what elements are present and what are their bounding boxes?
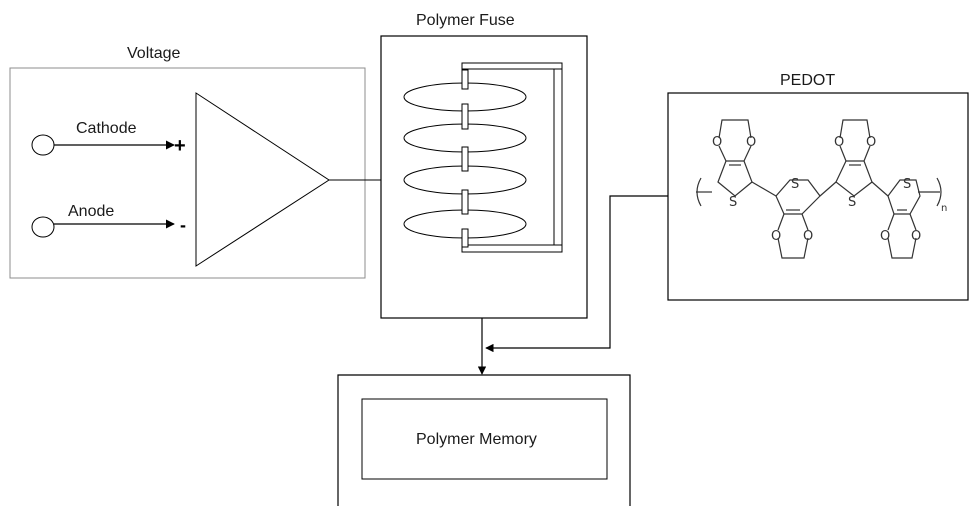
memory-outer-border [337, 374, 631, 506]
fuse-top-bar [461, 62, 563, 70]
voltage-block: Voltage Cathode + Anode - [9, 45, 366, 279]
atom-s-3: S [848, 195, 856, 210]
atom-s-1: S [729, 195, 737, 210]
atom-o-2: O [746, 135, 756, 150]
atom-o-6: O [866, 135, 876, 150]
pedot-molecule-icon [696, 119, 942, 259]
fuse-link-4 [461, 189, 469, 215]
fuse-link-5 [461, 228, 469, 248]
atom-o-5: O [834, 135, 844, 150]
memory-inner-box [361, 398, 608, 480]
atom-o-4: O [803, 229, 813, 244]
minus-sign: - [180, 215, 186, 235]
pedot-memory-arrow [485, 195, 668, 353]
cathode-label: Cathode [76, 120, 137, 137]
atom-s-2: S [791, 177, 799, 192]
repeat-subscript: n [941, 203, 947, 214]
atom-o-3: O [771, 229, 781, 244]
plus-sign: + [174, 135, 186, 157]
atom-o-1: O [712, 135, 722, 150]
pedot-block: PEDOT [667, 72, 969, 301]
anode-terminal-icon [31, 216, 55, 238]
memory-label: Polymer Memory [416, 431, 537, 448]
cathode-terminal-icon [31, 134, 55, 156]
fuse-block: Polymer Fuse [380, 12, 588, 319]
fuse-title: Polymer Fuse [416, 12, 515, 29]
fuse-link-1 [461, 69, 469, 90]
pedot-border [667, 92, 969, 301]
fuse-bottom-bar [461, 244, 563, 253]
voltage-border [9, 67, 366, 279]
atom-o-8: O [911, 229, 921, 244]
amplifier-triangle-icon [195, 92, 330, 267]
atom-o-7: O [880, 229, 890, 244]
fuse-link-2 [461, 103, 469, 130]
voltage-title: Voltage [127, 45, 180, 62]
fuse-link-3 [461, 146, 469, 172]
atom-s-4: S [903, 177, 911, 192]
fuse-border [380, 35, 588, 319]
memory-block: Polymer Memory [337, 374, 631, 506]
pedot-title: PEDOT [780, 72, 835, 89]
anode-label: Anode [68, 203, 114, 220]
